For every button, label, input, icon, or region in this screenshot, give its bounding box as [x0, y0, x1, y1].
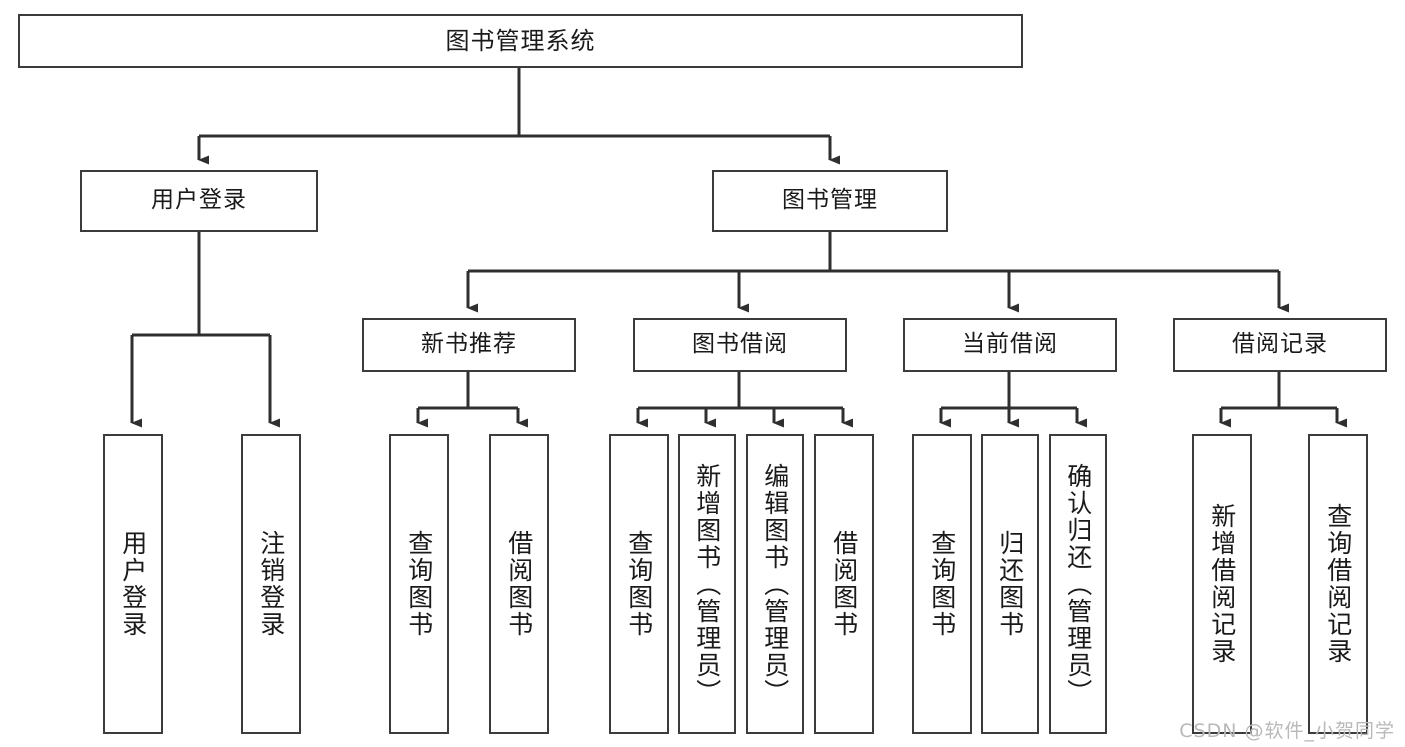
- csdn-watermark: CSDN @软件_小贺同学: [1179, 720, 1395, 742]
- leaf-current-borrow-confirm-return-admin[interactable]: 确认归还（管理员）: [1049, 434, 1107, 734]
- leaf-book-borrow-edit-book-admin[interactable]: 编辑图书（管理员）: [746, 434, 804, 734]
- node-book-borrow[interactable]: 图书借阅: [633, 318, 847, 372]
- leaf-borrow-record-add-record[interactable]: 新增借阅记录: [1192, 434, 1252, 734]
- node-label: 查询借阅记录: [1323, 503, 1353, 665]
- node-label: 确认归还（管理员）: [1063, 462, 1093, 706]
- node-label: 借阅图书: [829, 530, 859, 638]
- leaf-current-borrow-query-book[interactable]: 查询图书: [912, 434, 972, 734]
- leaf-borrow-record-query-record[interactable]: 查询借阅记录: [1308, 434, 1368, 734]
- node-label: 查询图书: [927, 530, 957, 638]
- node-label: 查询图书: [404, 530, 434, 638]
- leaf-book-borrow-query-book[interactable]: 查询图书: [609, 434, 669, 734]
- node-label: 借阅图书: [504, 530, 534, 638]
- leaf-new-book-query-book[interactable]: 查询图书: [389, 434, 449, 734]
- node-user-login[interactable]: 用户登录: [80, 170, 318, 232]
- node-book-management[interactable]: 图书管理: [712, 170, 948, 232]
- leaf-book-borrow-borrow-book[interactable]: 借阅图书: [814, 434, 874, 734]
- leaf-book-borrow-add-book-admin[interactable]: 新增图书（管理员）: [678, 434, 736, 734]
- node-root-book-management-system[interactable]: 图书管理系统: [18, 14, 1023, 68]
- node-borrow-record[interactable]: 借阅记录: [1173, 318, 1387, 372]
- leaf-user-login-logout[interactable]: 注销登录: [241, 434, 301, 734]
- leaf-user-login-login[interactable]: 用户登录: [103, 434, 163, 734]
- node-label: 图书管理系统: [445, 26, 596, 55]
- node-new-book-recommend[interactable]: 新书推荐: [362, 318, 576, 372]
- node-label: 新书推荐: [421, 331, 517, 358]
- node-label: 归还图书: [995, 530, 1025, 638]
- node-label: 图书管理: [782, 187, 878, 214]
- node-label: 借阅记录: [1232, 331, 1328, 358]
- node-label: 查询图书: [624, 530, 654, 638]
- leaf-current-borrow-return-book[interactable]: 归还图书: [981, 434, 1039, 734]
- node-label: 用户登录: [151, 187, 247, 214]
- node-label: 编辑图书（管理员）: [760, 462, 790, 706]
- node-label: 图书借阅: [692, 331, 788, 358]
- node-label: 新增图书（管理员）: [692, 462, 722, 706]
- node-current-borrow[interactable]: 当前借阅: [903, 318, 1117, 372]
- node-label: 当前借阅: [962, 331, 1058, 358]
- node-label: 新增借阅记录: [1207, 503, 1237, 665]
- node-label: 注销登录: [256, 530, 286, 638]
- node-label: 用户登录: [118, 530, 148, 638]
- leaf-new-book-borrow-book[interactable]: 借阅图书: [489, 434, 549, 734]
